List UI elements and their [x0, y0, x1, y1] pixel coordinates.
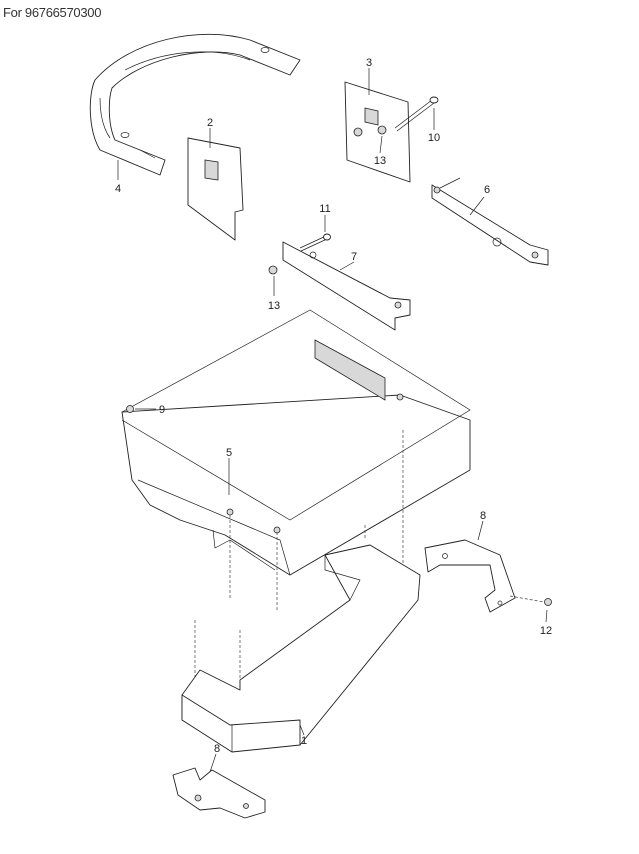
- part-12-nut: [544, 598, 552, 606]
- part-13-nut: [268, 265, 278, 275]
- part-8-bracket-lower: [172, 767, 266, 819]
- part-7-bracket: [282, 241, 411, 331]
- callout-5: 5: [226, 447, 232, 459]
- callout-13-upper: 13: [374, 155, 386, 167]
- part-9-screw: [126, 405, 134, 413]
- part-3-plate: [344, 81, 411, 183]
- callout-7: 7: [351, 251, 357, 263]
- part-11-bolt: [299, 233, 331, 252]
- callout-11: 11: [319, 203, 330, 215]
- callout-6: 6: [484, 184, 490, 196]
- part-2-plate: [187, 137, 244, 241]
- callout-12: 12: [540, 625, 552, 637]
- callout-9: 9: [159, 404, 165, 416]
- callout-1: 1: [301, 735, 307, 747]
- callout-8-lower: 8: [214, 743, 220, 755]
- part-4-bracket: [89, 33, 301, 176]
- callout-3: 3: [366, 57, 372, 69]
- callout-8-upper: 8: [480, 510, 486, 522]
- diagram-title: For 96766570300: [3, 5, 102, 20]
- callout-2: 2: [207, 117, 213, 129]
- callout-13-lower: 13: [268, 300, 280, 312]
- callout-4: 4: [115, 183, 121, 195]
- callout-10: 10: [428, 132, 440, 144]
- part-10-bolt: [394, 96, 439, 132]
- part-5-tray: [121, 309, 471, 576]
- part-1-cover: [181, 544, 421, 753]
- part-8-bracket-upper: [424, 539, 516, 613]
- part-6-bracket: [431, 177, 549, 266]
